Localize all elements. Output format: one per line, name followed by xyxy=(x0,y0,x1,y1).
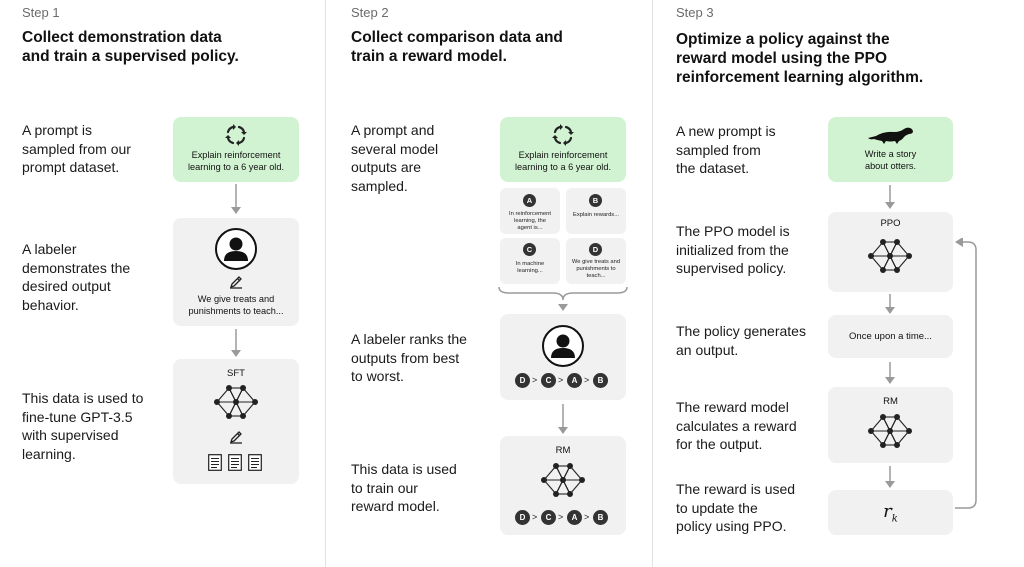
step3-prompt-text: Write a story about otters. xyxy=(864,149,917,171)
step3-desc-ppo-init: The PPO model is initialized from the su… xyxy=(676,223,790,276)
output-card-a: A In reinforcement learning, the agent i… xyxy=(500,188,560,234)
recycle-icon xyxy=(224,123,248,147)
step2-label: Step 2 xyxy=(351,5,389,20)
step3-desc-reward: The reward model calculates a reward for… xyxy=(676,399,797,452)
rank-separator: > xyxy=(532,375,538,385)
step1-demo-box: We give treats and punishments to teach.… xyxy=(173,218,299,326)
column-divider-2 xyxy=(652,0,653,567)
rank-badge: C xyxy=(541,373,556,388)
step1-arrow-1 xyxy=(231,184,241,214)
step1-arrow-2 xyxy=(231,329,241,357)
step3-arrow-1 xyxy=(885,185,895,209)
step2-prompt-box: Explain reinforcement learning to a 6 ye… xyxy=(500,117,626,182)
output-card-d: D We give treats and punishments to teac… xyxy=(566,238,626,284)
column-divider-1 xyxy=(325,0,326,567)
step1-desc-prompt: A prompt is sampled from our prompt data… xyxy=(22,122,131,175)
step2-prompt-text: Explain reinforcement learning to a 6 ye… xyxy=(514,150,612,172)
rank-separator: > xyxy=(584,375,590,385)
output-card-c: C In machine learning... xyxy=(500,238,560,284)
reward-value: rk xyxy=(883,501,898,525)
step1-desc-finetune: This data is used to fine-tune GPT-3.5 w… xyxy=(22,390,144,462)
labeler-person-icon xyxy=(542,325,584,367)
neural-network-icon xyxy=(214,384,258,420)
rank-separator: > xyxy=(532,512,538,522)
rank-badge: D xyxy=(515,373,530,388)
step3-output-box: Once upon a time... xyxy=(828,315,953,358)
document-icon xyxy=(248,454,262,471)
output-letter-badge: B xyxy=(589,194,602,207)
step2-desc-train: This data is used to train our reward mo… xyxy=(351,461,457,514)
output-text: We give treats and punishments to teach.… xyxy=(571,259,621,279)
output-letter-badge: C xyxy=(523,243,536,256)
pencil-icon xyxy=(229,431,243,444)
output-letter-badge: A xyxy=(523,194,536,207)
step3-arrow-2 xyxy=(885,294,895,314)
rank-badge: D xyxy=(515,510,530,525)
document-icon xyxy=(228,454,242,471)
rank-separator: > xyxy=(558,375,564,385)
output-text: In machine learning... xyxy=(515,261,545,274)
labeler-person-icon xyxy=(215,228,257,270)
step3-desc-generate: The policy generates an output. xyxy=(676,323,806,358)
rank-badge: C xyxy=(541,510,556,525)
rank-badge: A xyxy=(567,510,582,525)
step3-label: Step 3 xyxy=(676,5,714,20)
ranking-row: D > C > A > B xyxy=(515,510,615,526)
step3-rm-box: RM xyxy=(828,387,953,463)
step2-rm-box: RM D > C > A > B xyxy=(500,436,626,535)
rm-label: RM xyxy=(555,445,571,456)
output-letter-badge: D xyxy=(589,243,602,256)
step3-ppo-box: PPO xyxy=(828,212,953,292)
rank-badge: B xyxy=(593,373,608,388)
rm-label: RM xyxy=(883,396,898,407)
step1-label: Step 1 xyxy=(22,5,60,20)
step2-arrow xyxy=(558,404,568,434)
output-text: In reinforcement learning, the agent is.… xyxy=(509,211,551,231)
rank-badge: B xyxy=(593,510,608,525)
step1-desc-labeler: A labeler demonstrates the desired outpu… xyxy=(22,241,131,313)
ranking-row: D > C > A > B xyxy=(515,373,615,389)
step3-reward-box: rk xyxy=(828,490,953,535)
ppo-feedback-loop-arrow xyxy=(955,238,977,509)
document-icon xyxy=(208,454,222,471)
step2-desc-ranks: A labeler ranks the outputs from best to… xyxy=(351,331,467,384)
neural-network-icon xyxy=(868,413,912,449)
step1-prompt-text: Explain reinforcement learning to a 6 ye… xyxy=(187,150,285,172)
step1-title: Collect demonstration data and train a s… xyxy=(22,29,239,65)
step3-arrow-3 xyxy=(885,362,895,384)
outputs-bracket xyxy=(498,286,628,311)
step1-sft-box: SFT xyxy=(173,359,299,484)
step3-output-text: Once upon a time... xyxy=(849,331,932,342)
otter-icon xyxy=(868,127,913,144)
step1-demo-text: We give treats and punishments to teach.… xyxy=(188,294,284,316)
neural-network-icon xyxy=(541,462,585,498)
rank-badge: A xyxy=(567,373,582,388)
step3-desc-prompt: A new prompt is sampled from the dataset… xyxy=(676,123,776,176)
step3-desc-update: The reward is used to update the policy … xyxy=(676,481,796,534)
step2-ranking-box: D > C > A > B xyxy=(500,314,626,400)
pencil-icon xyxy=(229,276,243,289)
output-card-b: B Explain rewards... xyxy=(566,188,626,234)
step3-arrow-4 xyxy=(885,466,895,488)
recycle-icon xyxy=(551,123,575,147)
step1-prompt-box: Explain reinforcement learning to a 6 ye… xyxy=(173,117,299,182)
step2-title: Collect comparison data and train a rewa… xyxy=(351,29,563,65)
output-text: Explain rewards... xyxy=(572,212,620,218)
sft-label: SFT xyxy=(227,368,245,379)
step3-prompt-box: Write a story about otters. xyxy=(828,117,953,182)
step3-title: Optimize a policy against the reward mod… xyxy=(676,31,924,86)
rank-separator: > xyxy=(584,512,590,522)
step2-desc-sampled: A prompt and several model outputs are s… xyxy=(351,122,439,194)
rank-separator: > xyxy=(558,512,564,522)
ppo-label: PPO xyxy=(880,218,901,229)
neural-network-icon xyxy=(868,238,912,274)
